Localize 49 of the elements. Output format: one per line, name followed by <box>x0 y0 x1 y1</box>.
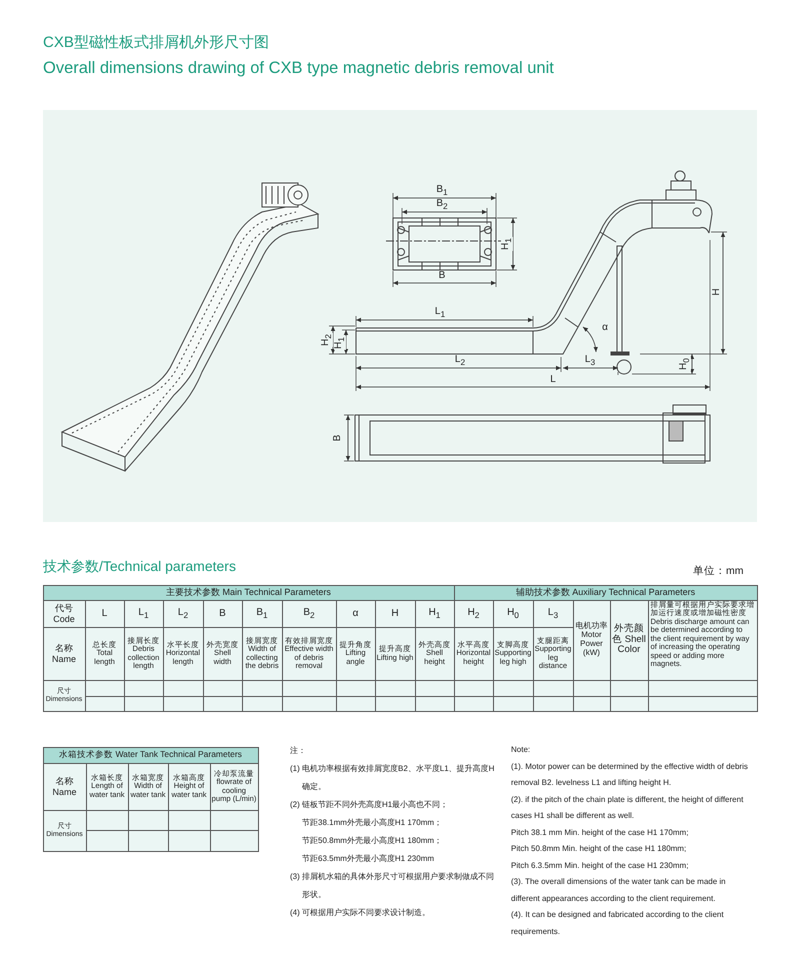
note-text: 节距63.5mm外壳最小高度H1 230mm <box>301 853 436 865</box>
dimension-label: B$_{1}$ <box>435 185 449 197</box>
table-cell: 代号 Code <box>42 600 86 628</box>
note-text: 节距50.8mm外壳最小高度H1 180mm； <box>301 835 444 847</box>
dimension-label: B$_{2}$ <box>435 199 449 211</box>
subtitle: Overall dimensions drawing of CXB type magnetic debris removal unit <box>43 59 554 78</box>
table-cell: H$_{0}$ <box>492 600 534 628</box>
note-text: 节距38.1mm外壳最小高度H1 170mm； <box>301 817 444 829</box>
note-text: (3). The overall dimensions of the water tank can be made in different appearances according to the client requirement. <box>511 876 727 905</box>
note-text: (4). It can be designed and fabricated according to the client requirements. <box>511 909 725 938</box>
table-cell: L <box>84 600 124 628</box>
table-cell: L$_{3}$ <box>532 600 574 628</box>
note-text: (4) 可根据用户实际不同要求设计制造。 <box>290 907 431 919</box>
table-cell: L$_{2}$ <box>162 600 204 628</box>
table-cell: H$_{2}$ <box>454 600 494 628</box>
table-cell: α <box>336 600 376 628</box>
note-text: (1) 电机功率根据有效排屑宽度B2、水平度L1、提升高度H确定。 <box>290 763 495 793</box>
table-header-cell: 主要技术参数 Main Technical Parameters <box>42 584 454 600</box>
table-cell: H$_{1}$ <box>414 600 454 628</box>
note-text: (2) 链板节距不同外壳高度H1最小高也不同； <box>290 799 450 811</box>
dimension-label: α <box>601 323 609 333</box>
table-cell: 电机功率 Motor Power (kW) <box>572 600 610 680</box>
title: CXB型磁性板式排屑机外形尺寸图 <box>43 33 269 52</box>
table-cell: H <box>374 600 416 628</box>
dimension-label: B <box>438 271 446 281</box>
dimension-label: L$_{1}$ <box>434 307 446 319</box>
note-text: Pitch 38.1 mm Min. height of the case H1 170mm; <box>511 826 690 839</box>
dimension-label: L$_{3}$ <box>584 355 596 367</box>
dimension-label: L <box>549 375 557 385</box>
table-cell: B$_{1}$ <box>242 600 282 628</box>
table-cell: B <box>202 600 242 628</box>
note-text: Note: <box>511 744 532 756</box>
note-text: (2). if the pitch of the chain plate is different, the height of different cases H1 shall be different as well. <box>511 794 744 822</box>
unit-note: 单位：mm <box>693 564 744 578</box>
table-cell: L$_{1}$ <box>124 600 164 628</box>
note-text: (3) 排屑机水箱的具体外形尺寸可根据用户要求制做成不同形状。 <box>290 871 495 901</box>
note-text: (1). Motor power can be determined by the effective width of debris removal B2. levelness L1 and lifting height H. <box>511 760 749 789</box>
table-cell: B$_{2}$ <box>282 600 336 628</box>
table-header-cell: 辅助技术参数 Auxiliary Technical Parameters <box>454 584 758 600</box>
section-heading: 技术参数/Technical parameters <box>43 558 236 576</box>
note-text: 注： <box>290 745 307 757</box>
table-header-cell: 水箱技术参数 Water Tank Technical Parameters <box>42 746 258 764</box>
dimension-label: B <box>333 434 343 442</box>
note-text: Pitch 50.8mm Min. height of the case H1 180mm; <box>511 843 688 855</box>
dimension-label: L$_{2}$ <box>454 355 466 367</box>
table-cell: 名称 Name <box>42 762 86 810</box>
table-cell: 外壳颜色 Shell Color <box>610 600 648 680</box>
note-text: Pitch 6.3.5mm Min. height of the case H1 230mm; <box>511 860 690 872</box>
table-cell: 名称 Name <box>42 626 86 680</box>
